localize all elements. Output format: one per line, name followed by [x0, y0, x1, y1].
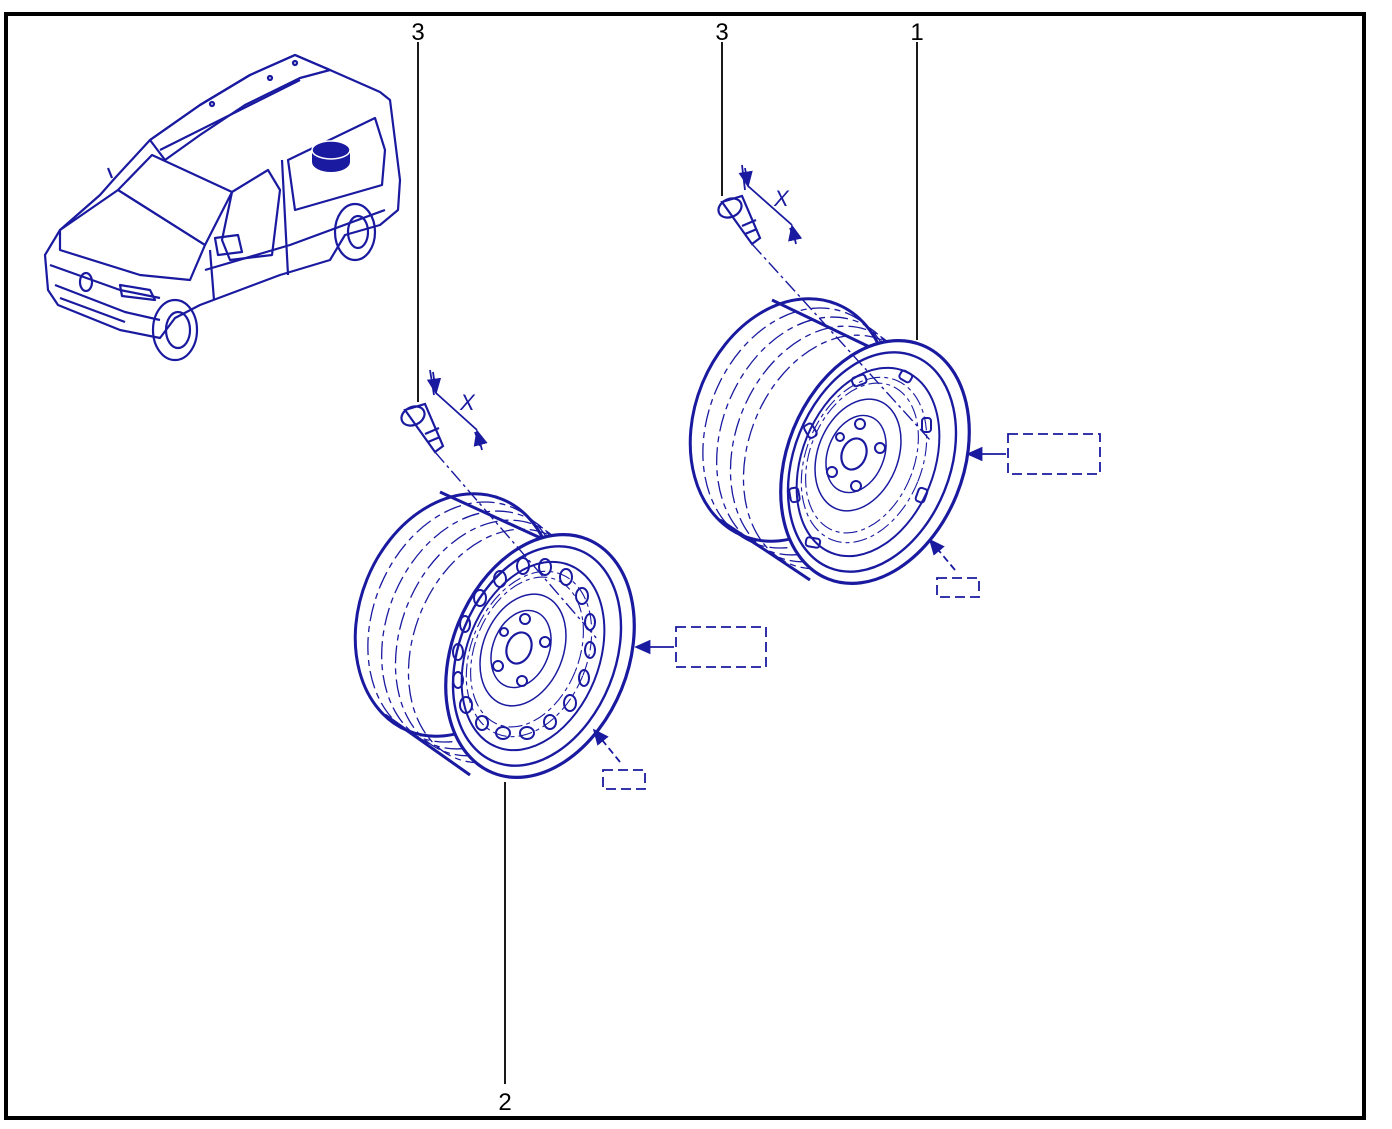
callout-wheel-right: 1: [910, 19, 923, 46]
reference-boxes: [602, 433, 1101, 790]
spare-wheel-location-icon: [311, 140, 351, 172]
valve-right-dimension: [738, 164, 803, 245]
valve-left-dimension: [426, 369, 488, 451]
callout-valve-left: 3: [411, 19, 424, 46]
reference-arrows: [592, 446, 1006, 763]
valve-left-x-label: X: [459, 390, 476, 415]
tyre-valve-right: [717, 194, 931, 441]
tyre-valve-left: [400, 402, 599, 641]
leader-lines: [417, 42, 918, 1084]
callout-wheel-left: 2: [498, 1089, 511, 1116]
callout-valve-right: 3: [715, 19, 728, 46]
diagram-frame: [4, 12, 1366, 1120]
steel-wheel-right: [688, 297, 971, 585]
wheel-slots: [452, 557, 596, 740]
valve-right-x-label: X: [773, 186, 790, 211]
steel-wheel-left: [353, 490, 636, 779]
van-illustration: [43, 53, 402, 362]
